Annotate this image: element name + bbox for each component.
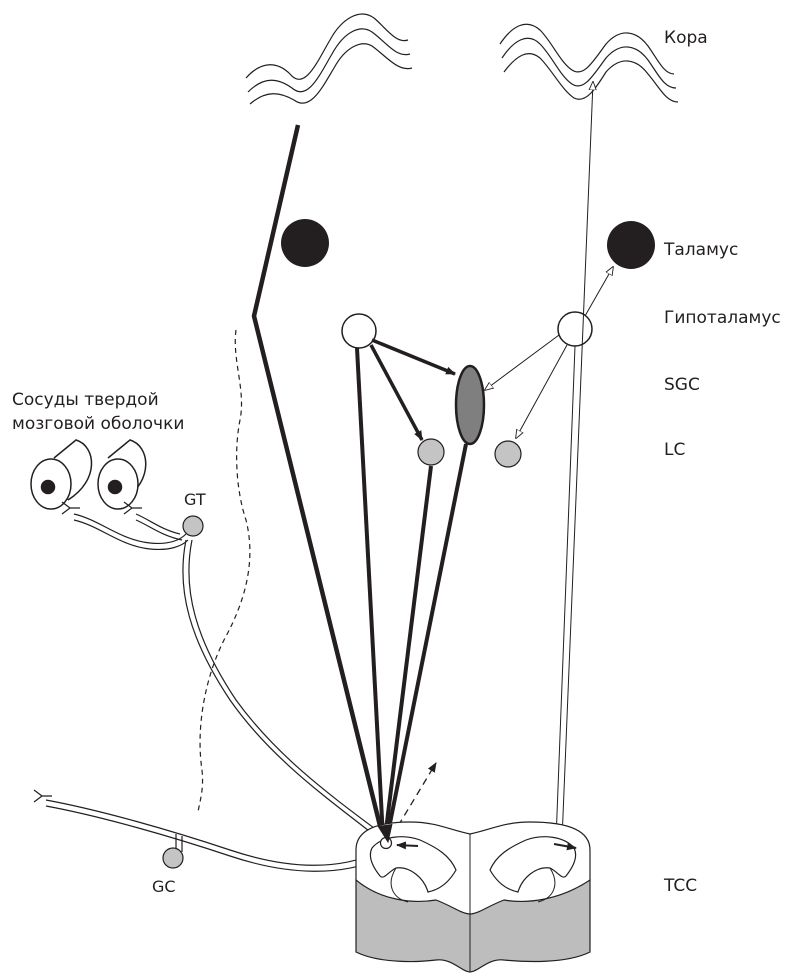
gt-fibers xyxy=(62,502,382,838)
label-thalamus: Таламус xyxy=(664,240,738,260)
thalamus-right xyxy=(607,221,655,269)
tcc-to-cortex-ascending-arrow xyxy=(562,82,593,840)
dashed-boundary-line xyxy=(198,330,250,812)
hypothalamus-to-sgc-thin-arrow xyxy=(485,335,559,390)
label-lc: LC xyxy=(664,440,685,460)
hypothalamus-to-thalamus-arrow xyxy=(585,267,613,316)
label-sgc: SGC xyxy=(664,375,700,395)
gt-ganglion xyxy=(183,516,203,536)
hypothalamus-to-lc-arrow xyxy=(371,345,422,440)
sgc-nucleus xyxy=(456,366,484,444)
label-gt: GT xyxy=(184,490,206,509)
label-cortex: Кора xyxy=(664,28,708,48)
tcc-left-arrow xyxy=(397,845,418,846)
gc-ganglion xyxy=(163,848,183,868)
label-gc: GC xyxy=(152,877,176,896)
lc-left xyxy=(418,439,444,465)
lc-right xyxy=(495,441,521,467)
meningeal-vessel-right xyxy=(98,440,146,509)
label-vessels-line1: Сосуды твердой xyxy=(12,390,159,410)
cortex-left-outline xyxy=(246,14,412,104)
hypothalamus-right xyxy=(558,312,592,346)
label-tcc: TCC xyxy=(664,876,697,896)
hypothalamus-left xyxy=(342,314,376,348)
hypothalamus-to-tcc-pathway xyxy=(357,348,383,838)
gc-fibers xyxy=(34,790,382,871)
cortex-right-outline xyxy=(500,24,678,102)
label-hypothalamus: Гипоталамус xyxy=(664,308,781,328)
label-vessels-line2: мозговой оболочки xyxy=(12,414,184,434)
hypothalamus-to-lc-thin-arrow xyxy=(516,345,567,438)
meningeal-vessel-left xyxy=(31,440,92,509)
thalamus-left xyxy=(281,219,329,267)
